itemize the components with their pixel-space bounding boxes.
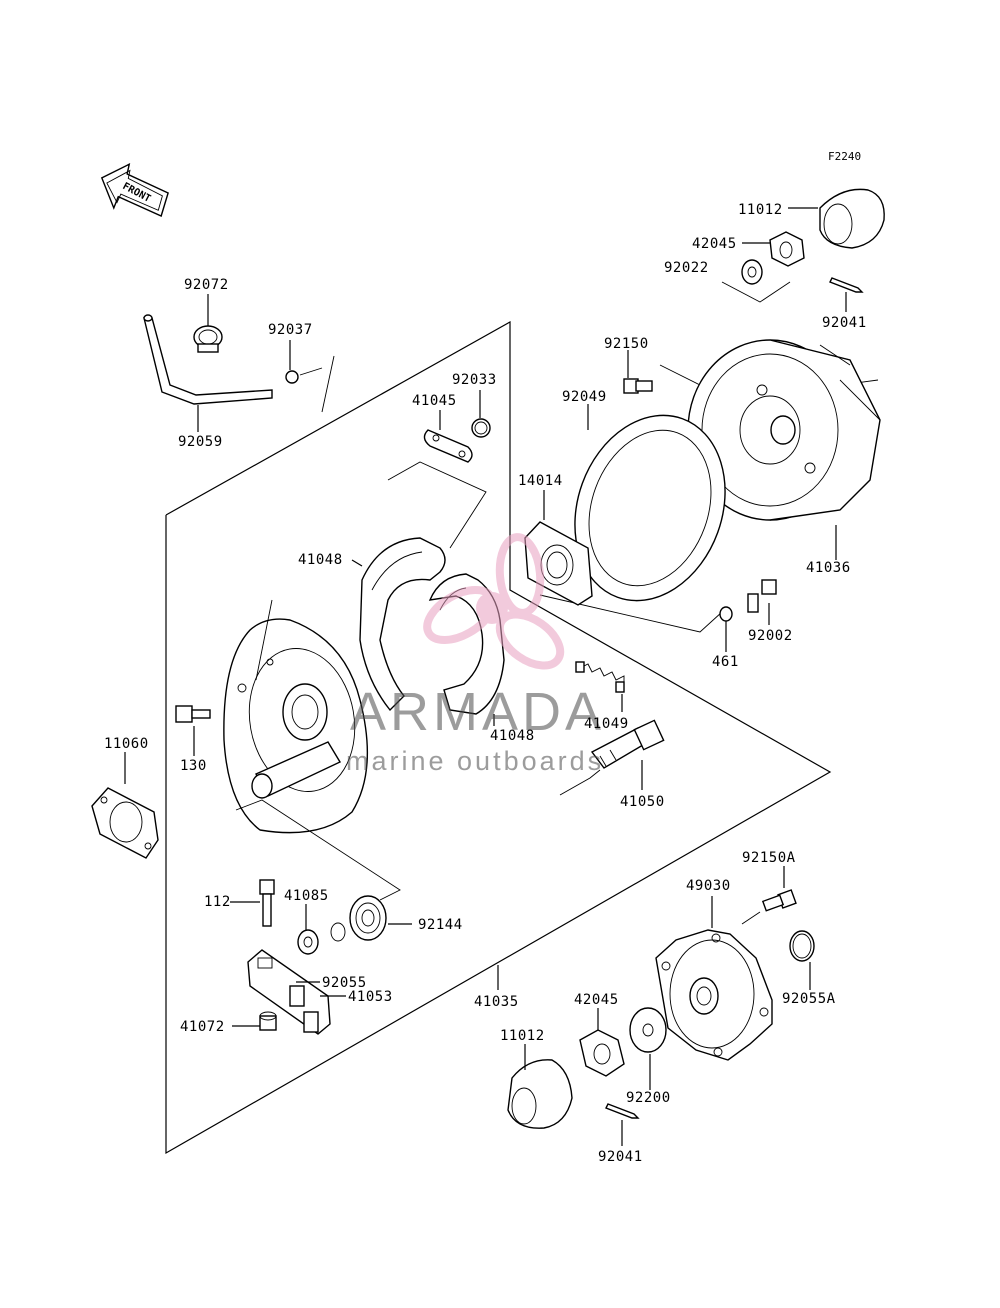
part-label: 41053 [348,989,393,1005]
part-label: 112 [204,894,231,910]
hose-clip [285,340,335,413]
part-label: 92055A [782,991,836,1007]
part-label: 41085 [284,888,329,904]
cotter-pin-top [829,277,864,312]
part-label: 92150A [742,850,796,866]
part-label: 92059 [178,434,223,450]
drum-bolt-lower [747,579,777,625]
part-label: 92041 [598,1149,643,1165]
axle-cap-bottom [507,1044,573,1129]
lever-nut [232,1011,277,1031]
front-arrow-icon: FRONT [100,162,169,217]
hub-washer [629,1007,667,1090]
part-label: 92022 [664,260,709,276]
breather-hose [143,314,273,432]
part-label: 461 [712,654,739,670]
hub-bolt [741,866,797,925]
assembly-frame [165,320,832,1155]
watermark-brand: ARMADA [350,682,605,742]
panel-gasket [91,752,159,859]
small-o-ring [330,922,346,942]
part-label: 42045 [574,992,619,1008]
circlip [471,390,491,438]
axle-washer-top [741,259,763,285]
drum-bolt [623,350,653,394]
washer-461 [719,606,733,652]
axle-cap-top [788,188,885,249]
part-label: 41035 [474,994,519,1010]
part-label: 92150 [604,336,649,352]
part-label: 41048 [490,728,535,744]
part-label: 41072 [180,1019,225,1035]
drum-seal [574,404,726,602]
brake-panel [223,599,499,990]
axle-nut-top [742,231,805,267]
brake-spring [575,661,625,712]
cam-lever-plate [387,410,487,549]
lever-bolt [230,879,275,927]
hose-clamp [193,294,223,353]
part-label: 92200 [626,1090,671,1106]
part-label: 92144 [418,917,463,933]
part-label: 92049 [562,389,607,405]
brake-cam-shaft [559,719,665,796]
part-label: 11012 [500,1028,545,1044]
lever-washer [297,904,319,955]
panel-bolt [175,705,211,756]
brake-lever-arm [247,949,346,1035]
part-label: 92072 [184,277,229,293]
part-label: 11060 [104,736,149,752]
part-label: 92041 [822,315,867,331]
part-label: 130 [180,758,207,774]
part-label: 41036 [806,560,851,576]
part-label: 14014 [518,473,563,489]
figure-code: F2240 [828,150,861,163]
watermark-tagline: marine outboards [346,746,604,776]
wheel-hub [655,896,773,1061]
part-label: 92033 [452,372,497,388]
part-label: 11012 [738,202,783,218]
brake-shoe-upper [351,537,446,712]
hub-o-ring [789,930,815,990]
cotter-pin-bottom [605,1103,640,1146]
part-label: 92002 [748,628,793,644]
part-label: 42045 [692,236,737,252]
propeller-logo-icon [423,533,565,670]
part-label: 92037 [268,322,313,338]
part-label: 49030 [686,878,731,894]
part-labels: 11012 42045 92022 92041 92072 92037 9205… [104,202,867,1165]
return-spring [349,895,412,941]
watermark: ARMADA marine outboards [346,533,605,776]
part-label: 41045 [412,393,457,409]
part-label: 41049 [584,716,629,732]
brake-drum [687,339,881,560]
axle-nut-bottom [579,1008,625,1077]
part-label: 92055 [322,975,367,991]
part-label: 41048 [298,552,343,568]
part-label: 41050 [620,794,665,810]
